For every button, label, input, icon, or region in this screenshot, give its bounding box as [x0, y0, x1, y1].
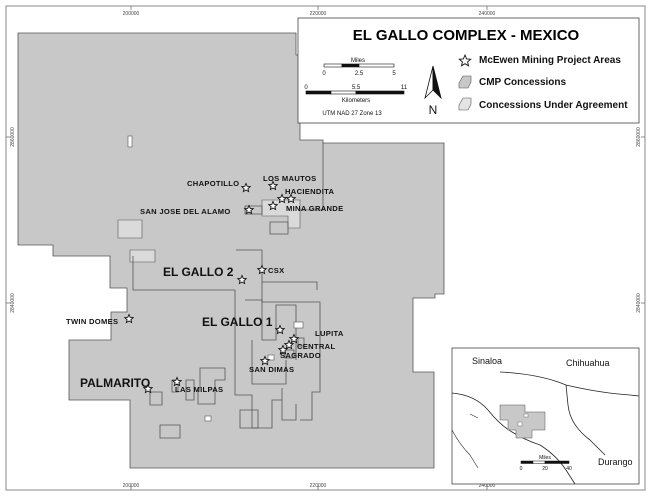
- project-label-lupita: LUPITA: [315, 329, 344, 338]
- legend-label-cmp-concessions: CMP Concessions: [479, 77, 566, 88]
- tick-bottom-200000: 200000: [123, 483, 140, 489]
- inset-label-sinaloa: Sinaloa: [472, 356, 502, 366]
- scale-miles-tick-0: 0: [322, 71, 326, 77]
- project-label-san-jose-del-alamo: SAN JOSE DEL ALAMO: [140, 207, 231, 216]
- district-label-el-gallo-2: EL GALLO 2: [163, 265, 234, 279]
- scale-miles-tick-2.5: 2.5: [355, 71, 364, 77]
- star-las-milpas: [171, 376, 183, 387]
- scale-miles-tick-5: 5: [392, 71, 396, 77]
- project-label-mina-grande: MINA GRANDE: [286, 204, 343, 213]
- tick-top-220000: 220000: [310, 11, 327, 17]
- tick-left-2840000: 2840000: [10, 293, 16, 313]
- tick-top-240000: 240000: [479, 11, 496, 17]
- inset-scale-bar: [520, 460, 570, 464]
- tick-left-2860000: 2860000: [10, 127, 16, 147]
- legend-label-project-areas: McEwen Mining Project Areas: [479, 55, 621, 66]
- tick-bottom-240000: 240000: [479, 483, 496, 489]
- tick-top-200000: 200000: [123, 11, 140, 17]
- scale-miles-label: Miles: [351, 58, 365, 64]
- project-label-haciendita: HACIENDITA: [285, 187, 334, 196]
- map-title: EL GALLO COMPLEX - MEXICO: [353, 27, 580, 44]
- tick-right-2840000: 2840000: [636, 293, 642, 313]
- tick-right-2860000: 2860000: [636, 127, 642, 147]
- legend-star-icon: [458, 53, 472, 67]
- legend-cmp-patch-icon: [458, 75, 472, 89]
- star-los-mautos: [267, 180, 279, 191]
- small-parcels: [127, 135, 304, 422]
- star-haciendita-2: [285, 193, 297, 204]
- star-twin-domes: [123, 313, 135, 324]
- star-lupita: [288, 333, 300, 344]
- project-label-sagrado: SAGRADO: [280, 351, 321, 360]
- project-label-san-dimas: SAN DIMAS: [249, 365, 294, 374]
- inset-scale-tick-20: 20: [542, 466, 548, 472]
- star-el-gallo-2: [236, 274, 248, 285]
- projection-label: UTM NAD 27 Zone 13: [322, 111, 382, 117]
- project-label-las-milpas: LAS MILPAS: [175, 385, 223, 394]
- legend-label-under-agreement: Concessions Under Agreement: [479, 100, 628, 111]
- project-label-twin-domes: TWIN DOMES: [66, 317, 118, 326]
- inset-scale-label: Miles: [539, 455, 551, 461]
- inset-scale-tick-40: 40: [566, 466, 572, 472]
- scale-km-tick-11: 11: [401, 85, 408, 91]
- north-arrow-icon: [424, 65, 442, 100]
- project-label-central: CENTRAL: [297, 342, 335, 351]
- tick-bottom-220000: 220000: [310, 483, 327, 489]
- grid-tick-marks: [6, 6, 645, 490]
- star-haciendita: [276, 193, 288, 204]
- district-label-el-gallo-1: EL GALLO 1: [202, 315, 273, 329]
- project-label-chapotillo: CHAPOTILLO: [187, 179, 239, 188]
- scale-bar-miles: [323, 63, 395, 68]
- star-san-jose-del-alamo: [243, 204, 255, 215]
- project-stars: [123, 180, 300, 394]
- star-el-gallo-1: [274, 324, 286, 335]
- star-palmarito: [142, 383, 154, 394]
- legend-agreement-patch-icon: [458, 97, 472, 111]
- inset-label-chihuahua: Chihuahua: [566, 358, 610, 368]
- north-label: N: [429, 103, 438, 117]
- cmp-concessions: [17, 32, 445, 469]
- scale-bar-km: [305, 90, 405, 95]
- inset-label-durango: Durango: [598, 457, 633, 467]
- scale-km-tick-5.5: 5.5: [352, 85, 361, 91]
- scale-km-label: Kilometers: [342, 98, 370, 104]
- star-central: [283, 339, 295, 350]
- inset-scale-tick-0: 0: [520, 466, 523, 472]
- district-label-palmarito: PALMARITO: [80, 376, 150, 390]
- star-chapotillo: [240, 182, 252, 193]
- star-sagrado: [277, 344, 289, 355]
- star-mina-grande: [267, 200, 279, 211]
- star-san-dimas: [259, 355, 271, 366]
- star-csx: [256, 264, 268, 275]
- project-label-csx: CSX: [268, 266, 285, 275]
- project-label-los-mautos: LOS MAUTOS: [263, 174, 317, 183]
- scale-km-tick-0: 0: [304, 85, 308, 91]
